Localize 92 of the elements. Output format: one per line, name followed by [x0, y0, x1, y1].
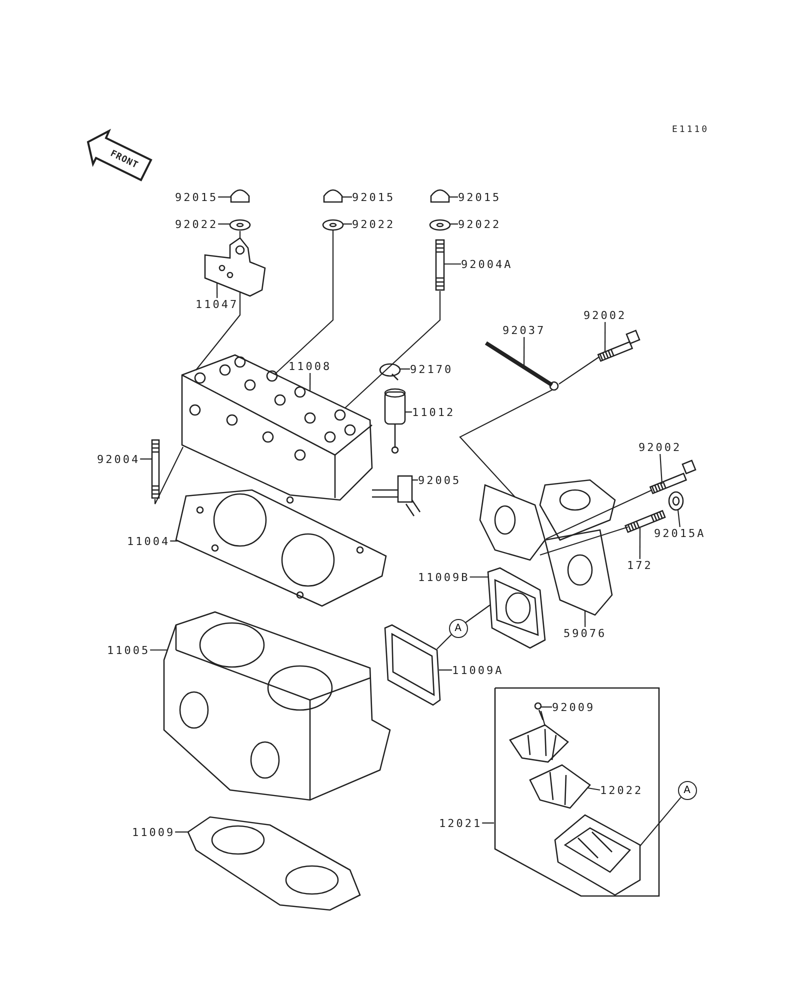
leader-line [342, 196, 352, 198]
reference-mark: A [448, 618, 468, 638]
callout-number: 92009 [552, 700, 596, 714]
callout-number: 92002 [638, 441, 682, 454]
leader-line [541, 706, 552, 708]
leader-line [523, 337, 525, 367]
assembly-line [274, 230, 334, 374]
leader-line [604, 322, 606, 352]
leader-line [140, 458, 152, 460]
assembly-line [459, 390, 552, 498]
reed-block-drawing [553, 813, 642, 897]
cylinder-head-drawing [180, 353, 374, 502]
leader-line [218, 196, 231, 198]
callout-number: 92022 [458, 218, 502, 230]
leader-line [439, 669, 452, 671]
nut-drawing [668, 491, 684, 511]
washer-drawing [322, 219, 344, 231]
leader-line [405, 411, 412, 413]
callout-number: 11009A [452, 664, 504, 676]
leader-line [412, 479, 418, 481]
leader-line [218, 223, 230, 225]
callout-number: 11047 [196, 298, 239, 311]
rod-drawing [483, 339, 559, 391]
leader-line [677, 510, 680, 528]
stud-drawing [151, 439, 160, 499]
leader-line [465, 604, 490, 623]
leader-line [450, 223, 458, 225]
callout-number: 11012 [412, 406, 456, 418]
callout-number: 11009B [418, 570, 470, 584]
callout-number: 11005 [107, 644, 150, 656]
callout-number: 12022 [600, 784, 644, 796]
leader-line [449, 196, 458, 198]
leader-line [216, 283, 218, 298]
gasket-drawing [384, 623, 442, 707]
assembly-line [344, 291, 441, 408]
callout-number: 92015A [654, 527, 706, 540]
assembly-line [558, 356, 600, 384]
leader-line [470, 576, 489, 578]
callout-number: 92005 [418, 474, 462, 486]
callout-number: 172 [627, 559, 653, 572]
leader-line [150, 649, 167, 651]
head-gasket-drawing [174, 488, 388, 608]
assembly-line [540, 526, 628, 556]
leader-line [584, 611, 586, 627]
assembly-line [239, 231, 241, 239]
leader-line [639, 528, 641, 559]
callout-number: 92002 [584, 309, 627, 322]
callout-number: 92022 [352, 218, 396, 230]
hose-clamp-drawing [379, 363, 401, 382]
callout-number: 92004A [461, 258, 513, 270]
callout-number: 92170 [410, 362, 454, 376]
callout-number: 92015 [175, 190, 218, 204]
group-frame [494, 687, 660, 897]
washer-drawing [429, 219, 451, 231]
callout-number: 11004 [127, 534, 170, 548]
leader-line [343, 223, 352, 225]
leader-line [309, 373, 311, 391]
intake-manifold-drawing [478, 478, 618, 618]
leader-line [444, 263, 461, 265]
base-gasket-drawing [186, 815, 362, 912]
assembly-line [154, 446, 184, 505]
leader-line [170, 540, 179, 542]
callout-number: 11009 [132, 826, 176, 838]
cylinder-block-drawing [162, 610, 392, 802]
reference-mark: A [678, 780, 696, 800]
leader-line [400, 368, 410, 370]
reed-petal-drawing [528, 763, 592, 810]
gasket-drawing [486, 566, 547, 650]
leader-line [175, 831, 189, 833]
diagram-code: E1110 [672, 124, 710, 137]
bracket-drawing [203, 236, 267, 298]
callout-number: 12021 [439, 816, 482, 830]
callout-number: 59076 [564, 627, 607, 640]
washer-drawing [229, 219, 251, 231]
assembly-line [540, 710, 546, 726]
callout-number: 92022 [175, 218, 218, 230]
assembly-line [546, 490, 652, 540]
leader-line [482, 822, 494, 824]
pump-drawing [384, 388, 406, 454]
screw-drawing [534, 702, 546, 722]
leader-line [660, 454, 663, 484]
assembly-line [196, 292, 241, 370]
leader-line [640, 796, 682, 846]
callout-number: 92037 [502, 324, 546, 337]
callout-number: 11008 [288, 360, 332, 373]
leader-line [436, 634, 452, 650]
reed-petal-drawing [508, 723, 570, 764]
callout-number: 92015 [352, 190, 396, 204]
callout-number: 92004 [97, 452, 140, 466]
stud-drawing [435, 239, 445, 291]
callout-number: 92015 [458, 190, 502, 204]
leader-line [588, 787, 600, 791]
